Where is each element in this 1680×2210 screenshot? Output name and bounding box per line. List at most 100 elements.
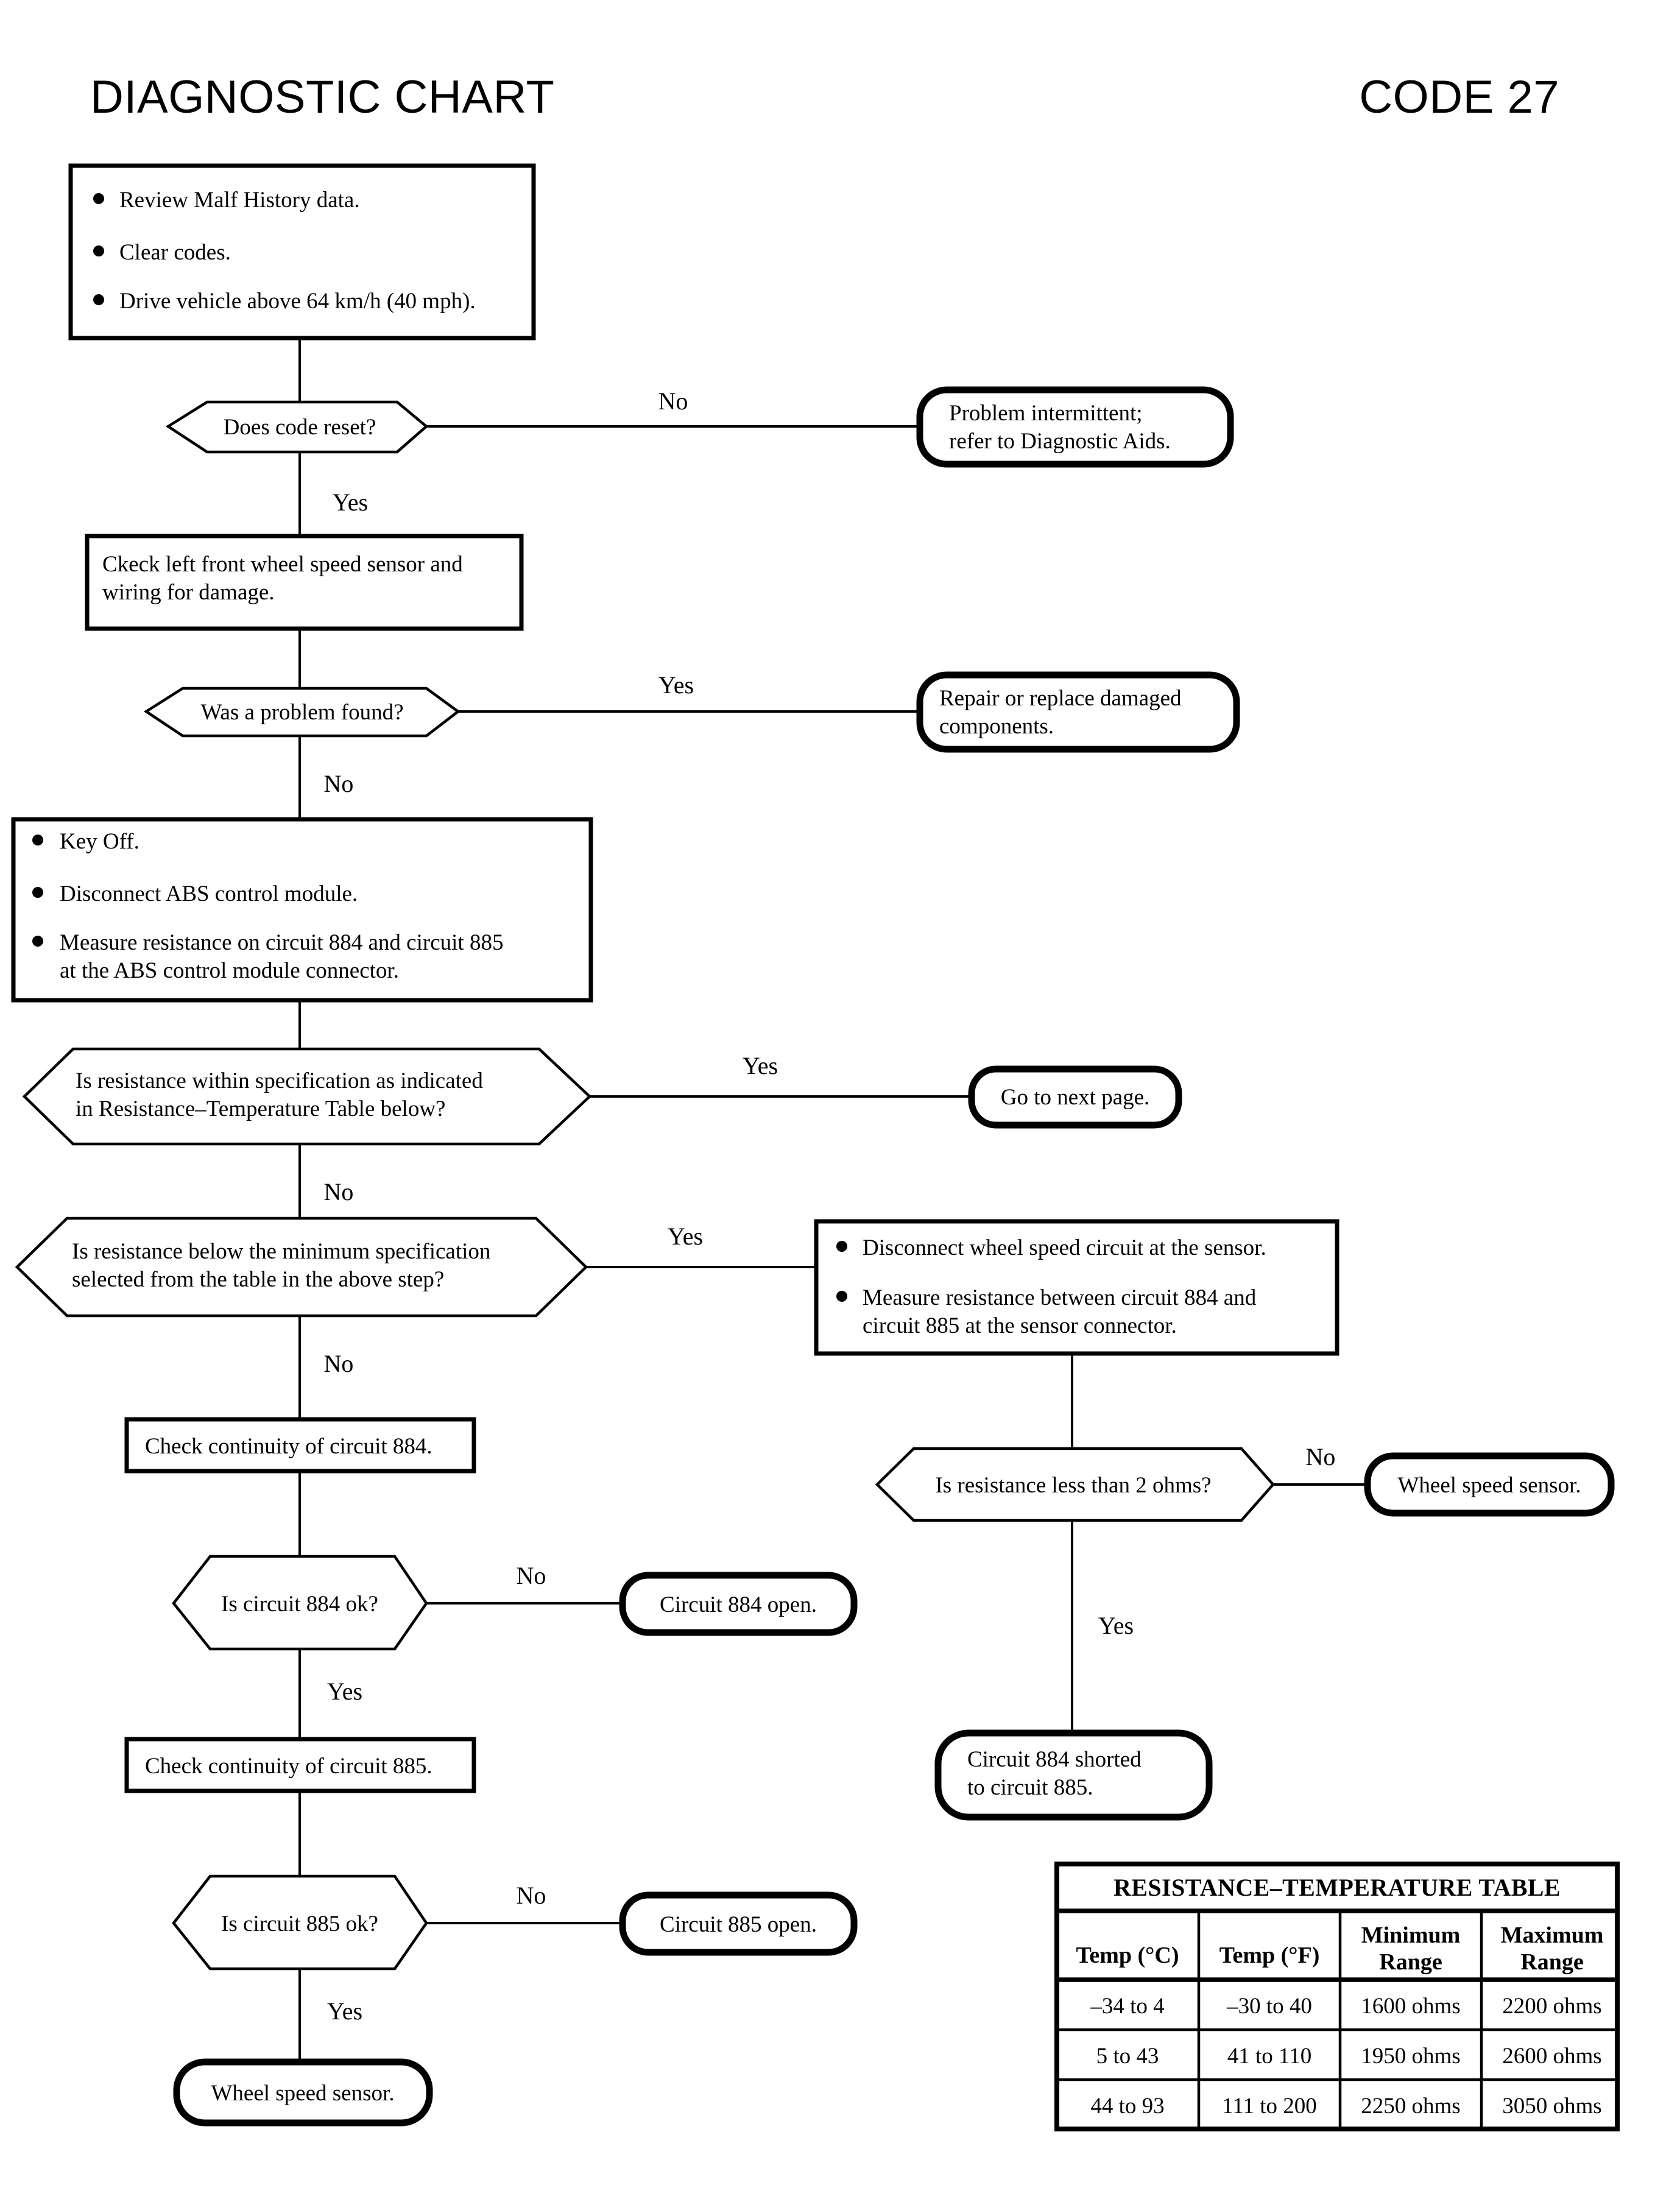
question-text: Is circuit 885 ok? xyxy=(221,1912,378,1936)
bullet-icon xyxy=(32,835,43,846)
bullet-icon xyxy=(93,245,104,256)
node-process-disconnect-wheel-speed-circuit[interactable]: Disconnect wheel speed circuit at the se… xyxy=(814,1219,1339,1356)
bullet-icon xyxy=(93,294,104,305)
disconnect-step-2a: Measure resistance between circuit 884 a… xyxy=(863,1285,1257,1310)
node-start-steps[interactable]: Review Malf History data. Clear codes. D… xyxy=(68,163,536,341)
node-process-key-off[interactable]: Key Off. Disconnect ABS control module. … xyxy=(11,817,593,1003)
branch-label-code-reset-no: No xyxy=(658,387,688,415)
node-question-within-specification[interactable]: Is resistance within specification as in… xyxy=(22,1047,592,1146)
table-cell: 44 to 93 xyxy=(1090,2094,1164,2119)
start-step-1: Review Malf History data. xyxy=(119,188,360,213)
terminal-line-1: Wheel speed sensor. xyxy=(211,2081,394,2106)
table-cell: 2250 ohms xyxy=(1361,2094,1460,2119)
node-terminal-wheel-speed-sensor-bottom[interactable]: Wheel speed sensor. xyxy=(173,2058,433,2127)
branch-label-within-spec-no: No xyxy=(324,1178,354,1206)
branch-label-code-reset-yes: Yes xyxy=(333,489,368,516)
bullet-icon xyxy=(836,1241,847,1252)
terminal-line-1: Repair or replace damaged xyxy=(939,686,1182,711)
branch-label-below-min-no: No xyxy=(324,1350,354,1377)
keyoff-step-3b: at the ABS control module connector. xyxy=(60,958,399,983)
start-step-3: Drive vehicle above 64 km/h (40 mph). xyxy=(119,289,476,314)
bullet-icon xyxy=(32,887,43,898)
question-text: Is circuit 884 ok? xyxy=(221,1592,378,1617)
branch-label-885-ok-no: No xyxy=(517,1882,546,1909)
node-question-circuit-885-ok[interactable]: Is circuit 885 ok? xyxy=(172,1874,428,1971)
node-process-check-continuity-884[interactable]: Check continuity of circuit 884. xyxy=(124,1417,476,1474)
process-line-1: Check continuity of circuit 884. xyxy=(145,1434,432,1459)
table-cell: 1600 ohms xyxy=(1361,1994,1460,2019)
process-line-1: Ckeck left front wheel speed sensor and xyxy=(102,552,463,577)
table-header-max-range-line2: Range xyxy=(1520,1949,1583,1975)
node-terminal-problem-intermittent[interactable]: Problem intermittent; refer to Diagnosti… xyxy=(916,386,1234,468)
branch-label-problem-found-yes: Yes xyxy=(658,671,694,699)
question-text: Was a problem found? xyxy=(201,700,404,725)
table-header-min-range-line2: Range xyxy=(1379,1949,1442,1975)
node-question-was-problem-found[interactable]: Was a problem found? xyxy=(143,687,461,738)
table-header-temp-c: Temp (°C) xyxy=(1076,1943,1179,1968)
node-terminal-repair-replace[interactable]: Repair or replace damaged components. xyxy=(916,671,1240,753)
branch-label-problem-found-no: No xyxy=(324,770,354,797)
connector-lines xyxy=(298,338,1368,2062)
branch-label-884-ok-yes: Yes xyxy=(327,1678,362,1705)
node-question-does-code-reset[interactable]: Does code reset? xyxy=(165,400,429,454)
table-row: 44 to 93 111 to 200 2250 ohms 3050 ohms xyxy=(1090,2094,1601,2119)
table-cell: 1950 ohms xyxy=(1361,2044,1460,2069)
process-line-2: wiring for damage. xyxy=(102,580,275,605)
branch-label-885-ok-yes: Yes xyxy=(327,1997,362,2025)
node-terminal-circuit-885-open[interactable]: Circuit 885 open. xyxy=(619,1891,858,1956)
node-question-resistance-less-than-2-ohms[interactable]: Is resistance less than 2 ohms? xyxy=(875,1447,1275,1522)
node-process-check-sensor[interactable]: Ckeck left front wheel speed sensor and … xyxy=(85,534,524,631)
node-process-check-continuity-885[interactable]: Check continuity of circuit 885. xyxy=(124,1737,476,1793)
terminal-line-1: Wheel speed sensor. xyxy=(1397,1473,1581,1498)
table-cell: 111 to 200 xyxy=(1222,2094,1317,2119)
table-header-max-range-line1: Maximum xyxy=(1501,1922,1604,1948)
node-terminal-circuit-884-shorted[interactable]: Circuit 884 shorted to circuit 885. xyxy=(934,1729,1213,1821)
question-text: Does code reset? xyxy=(224,415,376,440)
keyoff-step-2: Disconnect ABS control module. xyxy=(60,881,358,906)
terminal-line-1: Circuit 884 open. xyxy=(660,1592,817,1617)
terminal-line-1: Circuit 885 open. xyxy=(660,1912,817,1937)
disconnect-step-1: Disconnect wheel speed circuit at the se… xyxy=(863,1235,1266,1260)
table-row: –34 to 4 –30 to 40 1600 ohms 2200 ohms xyxy=(1090,1994,1601,2019)
terminal-line-1: Problem intermittent; xyxy=(949,401,1143,426)
keyoff-step-1: Key Off. xyxy=(60,829,139,854)
table-row: 5 to 43 41 to 110 1950 ohms 2600 ohms xyxy=(1096,2044,1602,2069)
question-text: Is resistance less than 2 ohms? xyxy=(935,1473,1211,1498)
question-line-1: Is resistance within specification as in… xyxy=(76,1068,483,1093)
question-line-1: Is resistance below the minimum specific… xyxy=(72,1239,490,1264)
terminal-line-1: Go to next page. xyxy=(1001,1085,1150,1110)
node-terminal-circuit-884-open[interactable]: Circuit 884 open. xyxy=(619,1572,858,1636)
table-cell: 2200 ohms xyxy=(1502,1994,1601,2019)
table-cell: –34 to 4 xyxy=(1090,1994,1164,2019)
bullet-icon xyxy=(93,193,104,204)
bullet-icon xyxy=(836,1291,847,1302)
branch-label-within-spec-yes: Yes xyxy=(743,1052,778,1079)
table-cell: 3050 ohms xyxy=(1502,2094,1601,2119)
disconnect-step-2b: circuit 885 at the sensor connector. xyxy=(863,1313,1177,1338)
table-cell: –30 to 40 xyxy=(1226,1994,1312,2019)
branch-label-less-2-ohms-no: No xyxy=(1306,1443,1336,1470)
terminal-line-2: refer to Diagnostic Aids. xyxy=(949,429,1171,454)
code-label: CODE 27 xyxy=(1359,71,1559,123)
process-line-1: Check continuity of circuit 885. xyxy=(145,1754,432,1779)
table-cell: 5 to 43 xyxy=(1096,2044,1159,2069)
resistance-temperature-table[interactable]: RESISTANCE–TEMPERATURE TABLE Temp (°C) T… xyxy=(1054,1862,1620,2131)
node-question-below-minimum-spec[interactable]: Is resistance below the minimum specific… xyxy=(15,1216,588,1318)
branch-label-below-min-yes: Yes xyxy=(668,1223,703,1250)
node-terminal-go-to-next-page[interactable]: Go to next page. xyxy=(968,1065,1182,1129)
table-cell: 41 to 110 xyxy=(1227,2044,1311,2069)
table-header-temp-f: Temp (°F) xyxy=(1219,1943,1320,1968)
table-title: RESISTANCE–TEMPERATURE TABLE xyxy=(1114,1874,1561,1901)
table-header-min-range-line1: Minimum xyxy=(1361,1922,1461,1948)
node-terminal-wheel-speed-sensor-right[interactable]: Wheel speed sensor. xyxy=(1364,1452,1615,1517)
keyoff-step-3a: Measure resistance on circuit 884 and ci… xyxy=(60,930,503,955)
table-cell: 2600 ohms xyxy=(1502,2044,1601,2069)
branch-label-884-ok-no: No xyxy=(517,1562,546,1589)
node-question-circuit-884-ok[interactable]: Is circuit 884 ok? xyxy=(172,1555,428,1651)
page-title: DIAGNOSTIC CHART xyxy=(90,71,554,123)
terminal-line-2: to circuit 885. xyxy=(967,1775,1093,1800)
terminal-line-2: components. xyxy=(939,714,1054,739)
question-line-2: in Resistance–Temperature Table below? xyxy=(76,1096,445,1121)
